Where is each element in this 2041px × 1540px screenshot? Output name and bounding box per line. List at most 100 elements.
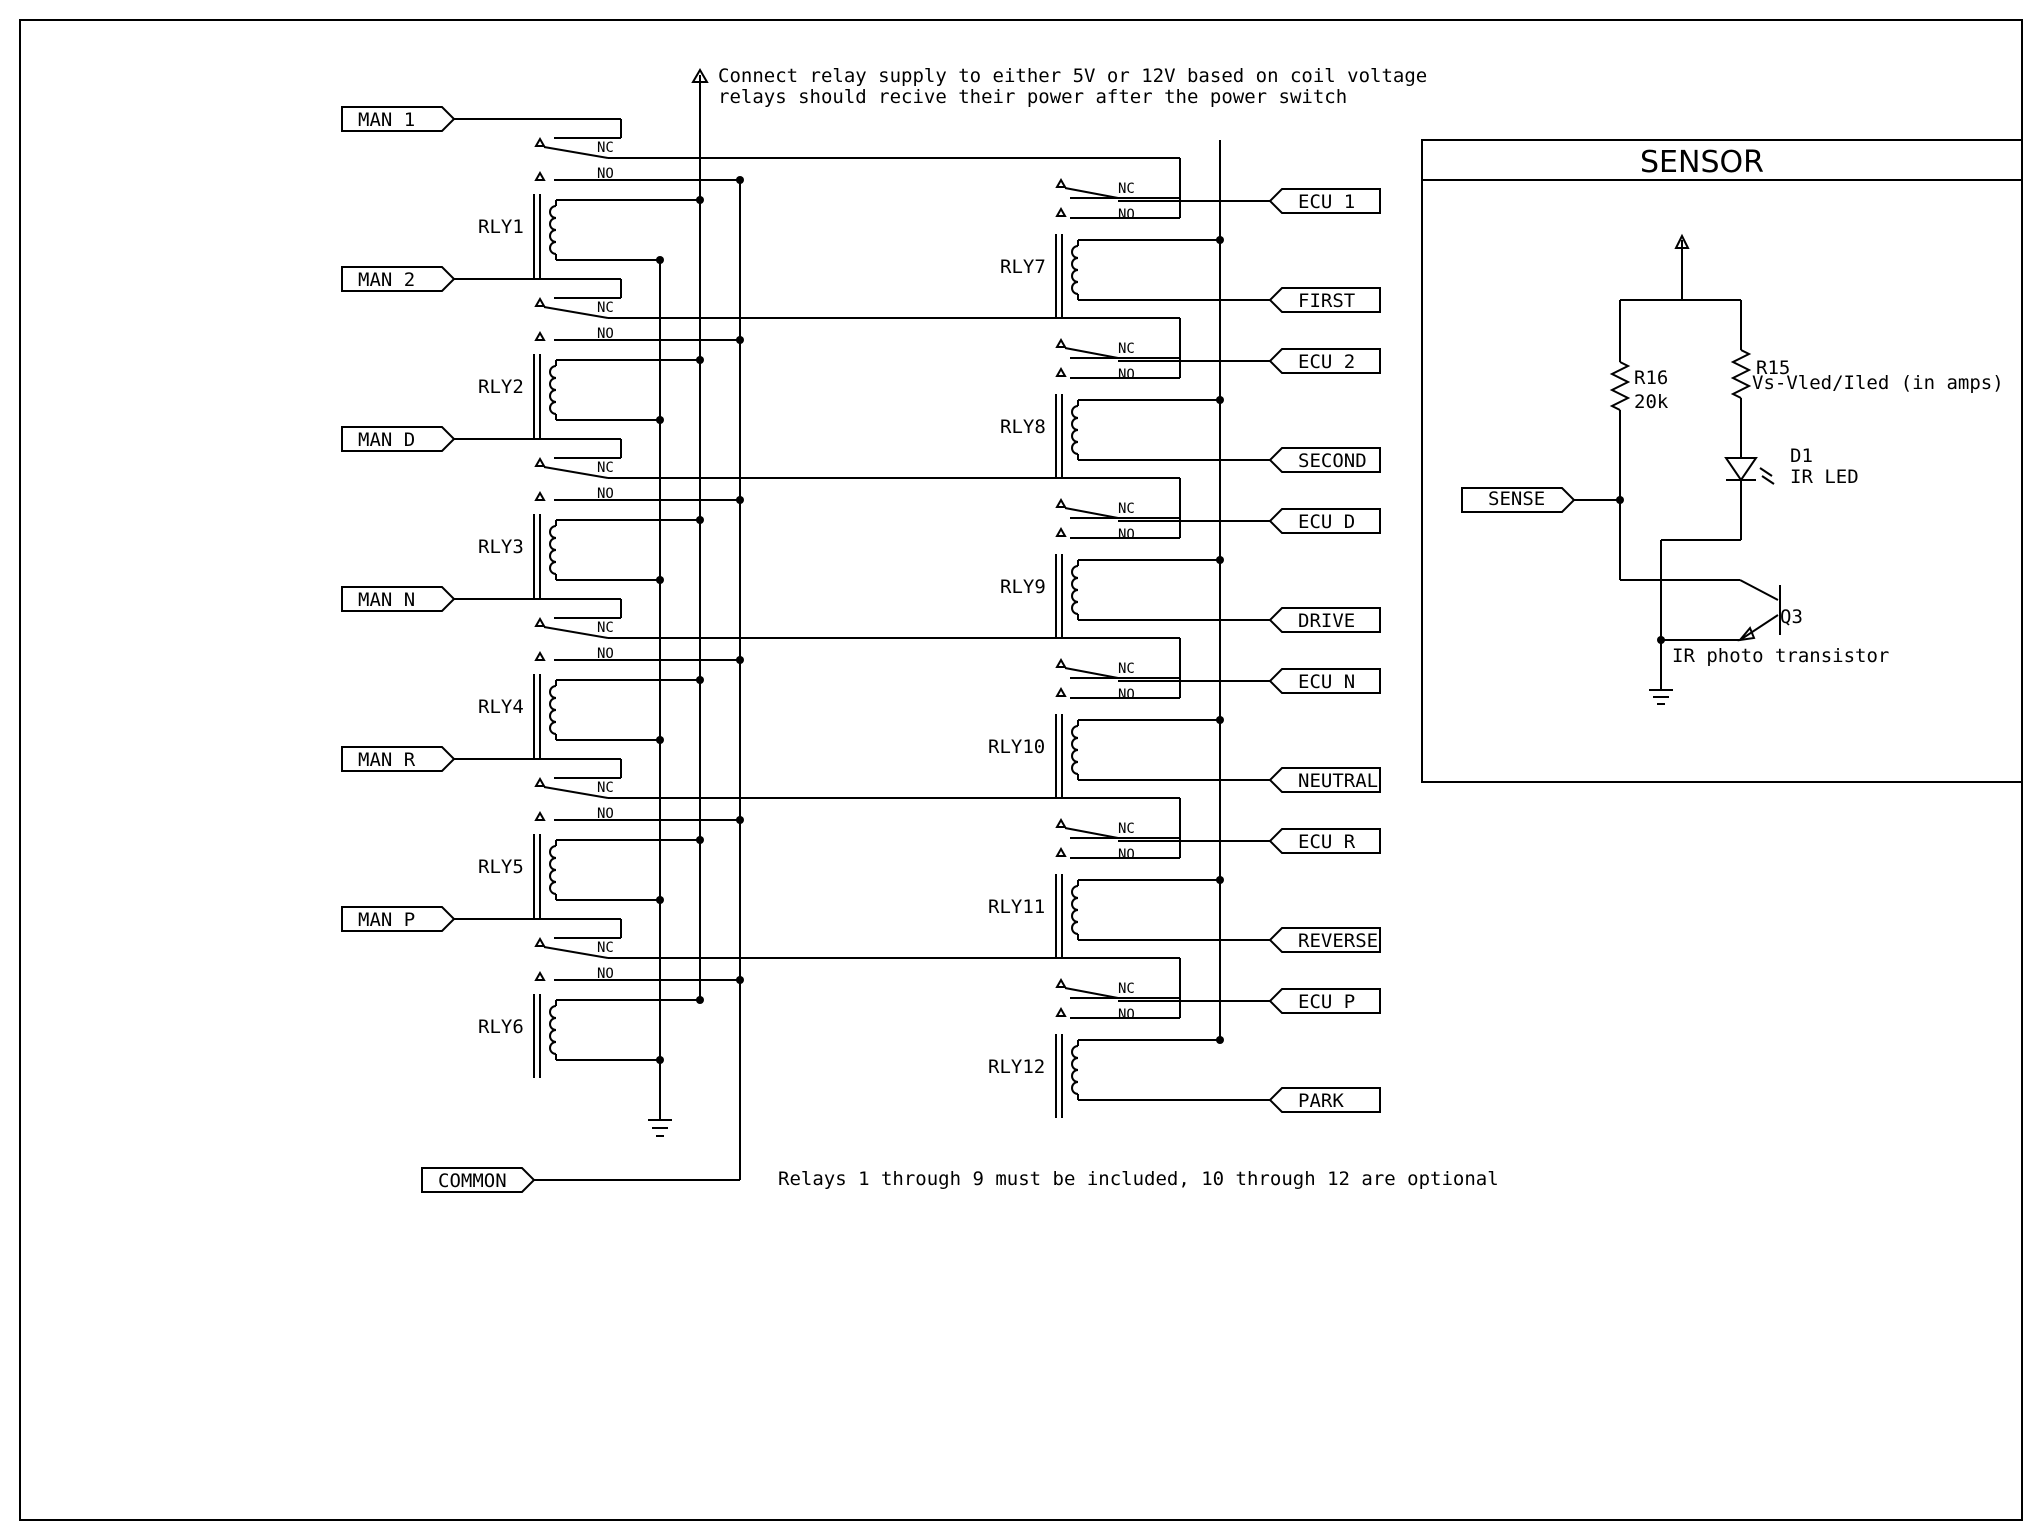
nc-contact [1055,977,1067,988]
junction-dot [736,176,744,184]
no-label: NO [597,326,614,342]
junction-dot [736,336,744,344]
right-relay-stage: NC NO ECU D DRIVE RLY9 [1000,478,1381,638]
no-label: NO [597,966,614,982]
relay-coil [549,525,557,575]
nc-label: NC [597,460,614,476]
nc-label: NC [597,140,614,156]
relay-coil [549,845,557,895]
common-input [421,1167,740,1193]
junction-dot [656,416,664,424]
relay-name: RLY2 [478,376,524,398]
relay-name: RLY5 [478,856,524,878]
junction-dot [736,816,744,824]
position-output: NEUTRAL [1268,767,1381,793]
man-input-label: MAN 2 [358,269,415,291]
nc-contact [534,776,546,787]
no-contact [534,970,546,981]
junction-dot [696,196,704,204]
position-output: PARK [1268,1087,1381,1113]
common-label: COMMON [438,1170,507,1192]
nc-label: NC [597,780,614,796]
relay-name: RLY7 [1000,256,1046,278]
q3-photo-transistor [1620,539,1781,705]
junction-dot [1216,876,1224,884]
nc-contact [534,296,546,307]
left-relay-stage: MAN 2 NC NO RLY2 [341,266,1180,438]
nc-contact [1055,657,1067,668]
sense-input [1461,487,1624,513]
man-input: MAN R [341,746,456,772]
nc-contact [534,936,546,947]
relay-name: RLY9 [1000,576,1046,598]
left-relay-stage: MAN P NC NO RLY6 [341,906,1180,1078]
relay-coil [549,1005,557,1055]
ecu-output: ECU D [1268,508,1381,534]
nc-contact [1055,177,1067,188]
nc-label: NC [1118,661,1135,677]
no-label: NO [597,646,614,662]
no-contact [534,810,546,821]
sensor-block [1421,139,2023,783]
nc-label: NC [1118,981,1135,997]
no-contact [1055,686,1067,697]
no-label: NO [1118,527,1135,543]
junction-dot [736,976,744,984]
sheet-border [19,19,2023,1521]
r15-resistor [1730,300,1752,458]
position-output: SECOND [1268,447,1381,473]
junction-dot [736,496,744,504]
no-contact [1055,846,1067,857]
no-contact [534,170,546,181]
position-output-label: NEUTRAL [1298,770,1378,792]
man-input-label: MAN P [358,909,415,931]
man-input-label: MAN D [358,429,415,451]
no-contact [534,490,546,501]
junction-dot [1216,396,1224,404]
nc-contact [1055,337,1067,348]
ecu-output: ECU 2 [1268,348,1381,374]
nc-label: NC [1118,501,1135,517]
junction-dot [656,1056,664,1064]
position-output-label: FIRST [1298,290,1355,312]
q3-value: IR photo transistor [1672,645,1889,667]
no-label: NO [1118,687,1135,703]
junction-dot [656,576,664,584]
nc-label: NC [597,620,614,636]
nc-contact [534,616,546,627]
nc-label: NC [1118,181,1135,197]
position-output-label: REVERSE [1298,930,1378,952]
r15-name: R15 [1756,357,1790,379]
d1-name: D1 [1790,445,1813,467]
position-output-label: SECOND [1298,450,1367,472]
nc-contact [534,136,546,147]
junction-dot [736,656,744,664]
relay-coil [549,365,557,415]
no-contact [1055,526,1067,537]
relay-name: RLY6 [478,1016,524,1038]
nc-label: NC [597,940,614,956]
d1-value: IR LED [1790,466,1859,488]
position-output: DRIVE [1268,607,1381,633]
relay-coil [549,685,557,735]
r15-value: Vs-Vled/Iled (in amps) [1752,372,2004,394]
sensor-supply [1620,233,1741,301]
ecu-output-label: ECU 2 [1298,351,1355,373]
relay-coil [1071,885,1079,935]
nc-label: NC [1118,341,1135,357]
supply-note-line2: relays should recive their power after t… [718,86,1347,108]
relay-name: RLY11 [988,896,1045,918]
ecu-output-label: ECU R [1298,831,1356,853]
relay-coil [1071,1045,1079,1095]
junction-dot [696,676,704,684]
junction-dot [656,256,664,264]
